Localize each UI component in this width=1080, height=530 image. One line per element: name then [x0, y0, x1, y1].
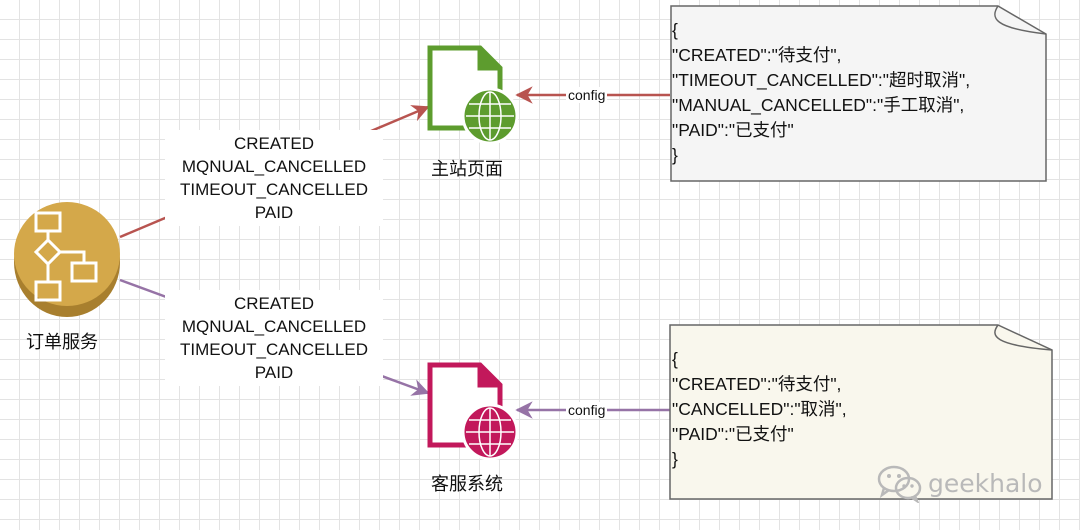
note-main-config[interactable] — [670, 5, 1047, 182]
config-line: { — [672, 20, 678, 40]
config-line: } — [672, 449, 678, 469]
main-site-label: 主站页面 — [431, 159, 503, 179]
order-service-label: 订单服务 — [26, 332, 98, 352]
customer-service-label: 客服系统 — [431, 474, 503, 494]
config-line: "CREATED":"待支付", — [672, 374, 842, 394]
globe-icon — [461, 87, 519, 145]
wechat-icon — [877, 465, 922, 503]
customer-service-node[interactable] — [427, 362, 519, 461]
status-item: TIMEOUT_CANCELLED — [180, 180, 368, 199]
status-item: TIMEOUT_CANCELLED — [180, 340, 368, 359]
status-item: MQNUAL_CANCELLED — [181, 157, 367, 176]
config-line: "PAID":"已支付" — [672, 424, 794, 444]
config-label-customer: config — [566, 402, 608, 418]
order-service-node[interactable] — [14, 202, 120, 317]
config-line: "CREATED":"待支付", — [672, 45, 842, 65]
note-customer-config[interactable] — [669, 324, 1053, 500]
customer-config-text: { "CREATED":"待支付", "CANCELLED":"取消", "PA… — [672, 347, 847, 472]
edge-label-order-to-customer-service: CREATED MQNUAL_CANCELLED TIMEOUT_CANCELL… — [165, 290, 383, 386]
watermark: geekhalo — [876, 463, 1043, 503]
note-fold — [994, 5, 1047, 35]
main-config-text: { "CREATED":"待支付", "TIMEOUT_CANCELLED":"… — [672, 18, 970, 168]
main-site-node[interactable] — [427, 45, 519, 145]
flowchart-icon — [33, 211, 98, 302]
watermark-text: geekhalo — [928, 468, 1043, 498]
config-line: "MANUAL_CANCELLED":"手工取消", — [672, 95, 965, 115]
config-line: { — [672, 349, 678, 369]
config-line: "PAID":"已支付" — [672, 120, 794, 140]
note-fold — [994, 324, 1053, 351]
config-label-main: config — [566, 87, 608, 103]
status-item: PAID — [254, 203, 294, 222]
config-line: "CANCELLED":"取消", — [672, 399, 847, 419]
status-item: CREATED — [234, 134, 314, 153]
config-line: } — [672, 145, 678, 165]
status-item: PAID — [254, 363, 294, 382]
globe-icon — [461, 403, 519, 461]
config-line: "TIMEOUT_CANCELLED":"超时取消", — [672, 70, 971, 90]
status-item: MQNUAL_CANCELLED — [181, 317, 367, 336]
edge-label-order-to-main-site: CREATED MQNUAL_CANCELLED TIMEOUT_CANCELL… — [165, 130, 383, 226]
status-item: CREATED — [234, 294, 314, 313]
